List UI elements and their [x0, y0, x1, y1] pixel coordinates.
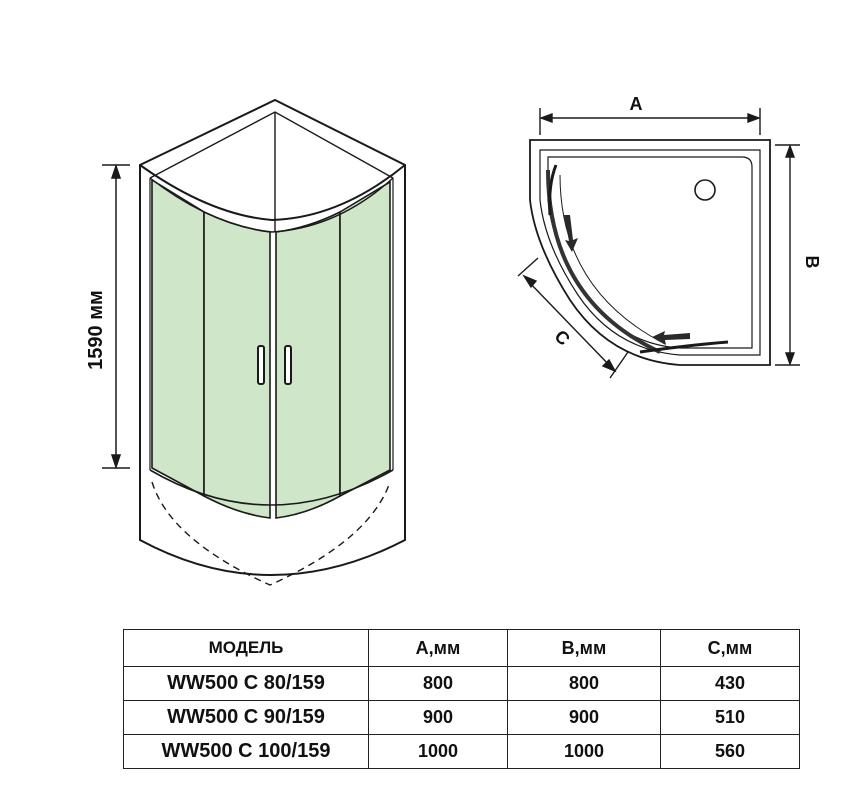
- shower-cabin-drawing: 1590 мм A B: [85, 94, 822, 586]
- dim-c-arrow-bottom: [601, 358, 617, 373]
- slide-arrows: [564, 215, 690, 345]
- header-c: С,мм: [660, 629, 800, 667]
- slide-arrow-horizontal: [652, 331, 690, 345]
- header-a: А,мм: [368, 629, 508, 667]
- rail-curl-bottom: [639, 340, 729, 354]
- dimension-c: [517, 257, 629, 379]
- dim-a-label: A: [630, 94, 643, 114]
- cell-b: 900: [507, 700, 661, 735]
- top-view: [529, 139, 771, 366]
- tray-inner-dashed: [151, 481, 391, 586]
- front-view: [139, 98, 406, 586]
- header-b: В,мм: [507, 629, 661, 667]
- dim-b-label: B: [802, 256, 822, 269]
- tray-inner: [539, 149, 761, 356]
- tray-outer: [529, 139, 771, 366]
- slide-arrow-vertical: [564, 215, 578, 252]
- dim-a-arrow-right: [747, 113, 762, 123]
- roof-front-arc: [139, 164, 406, 222]
- height-dimension: [102, 163, 130, 470]
- cell-b: 1000: [507, 734, 661, 769]
- glass-right-side: [339, 180, 391, 498]
- height-arrow-bottom: [110, 454, 122, 470]
- basin-edge: [547, 156, 753, 349]
- drain-circle: [694, 179, 716, 201]
- dim-c-ext-bottom: [609, 351, 629, 379]
- dim-c-ext-top: [517, 257, 539, 277]
- roof-inner-arc: [149, 177, 394, 233]
- glass-left-side: [151, 178, 205, 498]
- dim-c-label: C: [551, 326, 574, 349]
- cell-a: 1000: [368, 734, 508, 769]
- cell-b: 800: [507, 666, 661, 701]
- rail-curl-left: [548, 164, 558, 216]
- dimension-b: [775, 143, 800, 367]
- cell-model: WW500 C 80/159: [123, 666, 369, 701]
- handle-left: [257, 345, 265, 385]
- glass-panels: [151, 178, 391, 519]
- table-row: WW500 C 80/159 800 800 430: [123, 666, 800, 701]
- dim-a-arrow-left: [538, 113, 553, 123]
- table-header-row: МОДЕЛЬ А,мм В,мм С,мм: [123, 629, 800, 667]
- door-rail-inner: [559, 174, 666, 345]
- height-label: 1590 мм: [85, 290, 107, 370]
- roof-inner: [149, 111, 394, 179]
- cell-model: WW500 C 90/159: [123, 700, 369, 735]
- handle-right: [284, 345, 292, 385]
- cabin-outline: [139, 98, 406, 576]
- dim-b-arrow-top: [785, 143, 795, 158]
- cell-a: 900: [368, 700, 508, 735]
- cell-c: 560: [660, 734, 800, 769]
- tray-top-edge: [149, 469, 394, 506]
- dim-b-arrow-bottom: [785, 352, 795, 367]
- table-row: WW500 C 100/159 1000 1000 560: [123, 734, 800, 769]
- dim-c-line: [526, 279, 613, 369]
- header-model: МОДЕЛЬ: [123, 629, 369, 667]
- specifications-table: МОДЕЛЬ А,мм В,мм С,мм WW500 C 80/159 800…: [123, 629, 800, 769]
- cell-c: 510: [660, 700, 800, 735]
- height-arrow-top: [110, 163, 122, 179]
- table-row: WW500 C 90/159 900 900 510: [123, 700, 800, 735]
- cell-model: WW500 C 100/159: [123, 734, 369, 769]
- cell-c: 430: [660, 666, 800, 701]
- dim-c-arrow-top: [522, 274, 538, 289]
- dimension-a: [538, 108, 762, 135]
- cell-a: 800: [368, 666, 508, 701]
